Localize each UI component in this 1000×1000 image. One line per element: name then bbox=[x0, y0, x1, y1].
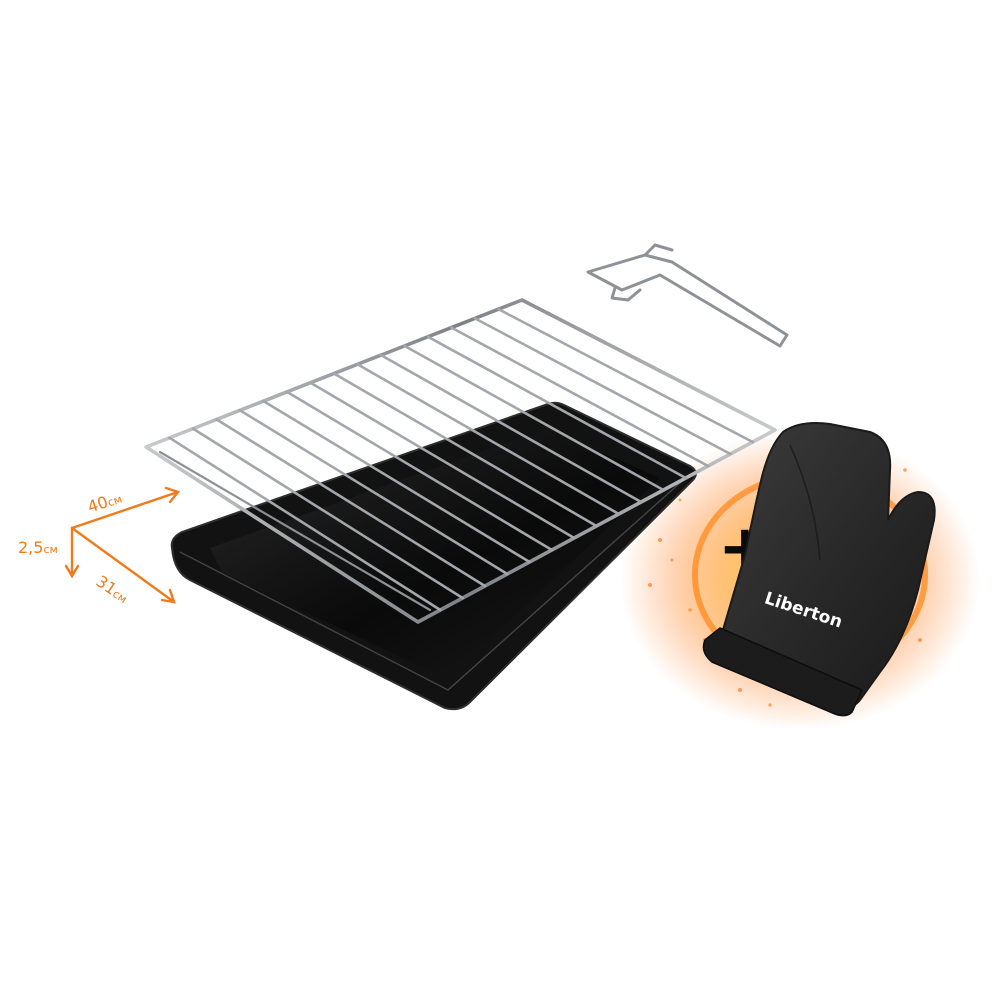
mitt-seam bbox=[789, 444, 821, 561]
rack-rod bbox=[497, 307, 755, 444]
oven-mitt bbox=[702, 422, 936, 717]
rack-rod bbox=[215, 418, 487, 588]
rack-rod bbox=[356, 362, 621, 516]
rack-rod bbox=[450, 326, 710, 468]
dimension-height-unit: см bbox=[43, 543, 58, 556]
rack-rod bbox=[168, 436, 442, 612]
rack-rod bbox=[403, 344, 665, 492]
rack-rod bbox=[309, 381, 576, 540]
dimension-arrows bbox=[64, 486, 181, 604]
rack-rod bbox=[262, 399, 531, 564]
arrowhead-width bbox=[164, 486, 181, 504]
grill-rack bbox=[144, 298, 777, 624]
rack-frame bbox=[144, 298, 777, 624]
rack-rod bbox=[473, 317, 732, 456]
mitt-body bbox=[718, 422, 936, 709]
baking-tray bbox=[170, 401, 697, 711]
rack-rod bbox=[238, 408, 509, 576]
rack-rod bbox=[379, 353, 643, 504]
arrow-depth bbox=[70, 526, 176, 604]
rack-rod bbox=[191, 427, 464, 600]
mitt-cuff bbox=[702, 627, 864, 717]
rack-support-bar bbox=[158, 450, 432, 612]
rack-rod bbox=[426, 335, 688, 480]
arrowhead-height bbox=[64, 564, 80, 579]
rack-rod bbox=[285, 390, 554, 552]
arrowhead-depth bbox=[160, 588, 176, 604]
tray-edge-highlight bbox=[179, 473, 691, 691]
dimension-height-label: 2,5см bbox=[18, 538, 58, 557]
arrow-width bbox=[70, 490, 180, 530]
rack-rods bbox=[168, 307, 755, 612]
rack-rod bbox=[332, 372, 598, 528]
tray-handle bbox=[586, 243, 789, 348]
dimension-height-value: 2,5 bbox=[18, 538, 44, 557]
